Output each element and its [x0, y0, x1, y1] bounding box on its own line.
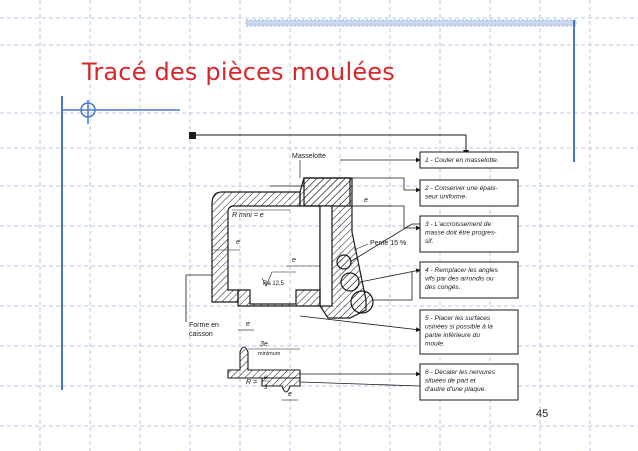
rule-box-4: 4 - Remplacer les angles vifs par des arr… — [419, 261, 519, 299]
label-minimum: minimum — [258, 351, 281, 357]
rule-box-frame — [419, 215, 519, 253]
leader-lines — [299, 157, 421, 387]
rule-text-line: 3 - L'accroissement de — [425, 221, 491, 228]
page-number: 45 — [536, 408, 549, 420]
rule-text-line: 4 - Remplacer les angles — [425, 267, 499, 274]
rib-detail — [227, 346, 301, 393]
label-forme-line2: caisson — [189, 331, 213, 338]
slide-title: Tracé des pièces moulées — [82, 58, 395, 86]
label-r-den: 3 — [264, 385, 268, 391]
thickness-circles — [336, 254, 374, 314]
rule-text-line: 5 - Placer les surfaces — [425, 315, 491, 322]
label-r-formula: R = — [246, 379, 257, 386]
rule-box-frame — [419, 179, 519, 207]
start-marker — [189, 132, 196, 139]
label-e-rib-bottom: e — [288, 391, 292, 398]
rule-box-3: 3 - L'accroissement de masse doit être pr… — [419, 215, 519, 253]
rule-text-line: seur uniforme. — [425, 194, 467, 201]
casting-section — [211, 177, 367, 319]
label-e-rib-top: e — [246, 321, 250, 328]
rule-box-2: 2 - Conserver une épais-seur uniforme. — [419, 179, 519, 207]
rule-text-line: situées de part et — [425, 378, 477, 385]
rule-box-5: 5 - Placer les surfaces usinées si possib… — [419, 309, 519, 355]
rule-text-line: 2 - Conserver une épais- — [424, 185, 498, 192]
rule-text-line: 1 - Couler en masselotte. — [425, 157, 499, 164]
label-e-top: e — [364, 197, 368, 204]
rule-box-frame — [419, 151, 519, 169]
label-three-e: 3e — [260, 341, 268, 348]
rule-box-1: 1 - Couler en masselotte. — [419, 151, 519, 169]
rule-text-line: partie inférieure du — [424, 332, 480, 339]
rule-text-line: masse doit être progres- — [425, 230, 497, 237]
rule-box-6: 6 - Décaler les nervures situées de part … — [419, 363, 519, 401]
rule-text-line: moule. — [425, 341, 445, 348]
rule-text-line: 6 - Décaler les nervures — [425, 369, 496, 376]
rule-box-frame — [419, 309, 519, 355]
label-roughness: Ra 12,5 — [263, 281, 285, 287]
label-e-left: e — [236, 239, 240, 246]
rule-text-line: vifs par des arrondis ou — [425, 276, 494, 283]
rule-box-frame — [419, 363, 519, 401]
rule-text-line: des congés. — [425, 284, 461, 291]
label-forme-line1: Forme en — [189, 322, 219, 329]
label-r-mini: R mini = e — [232, 212, 264, 219]
label-r-num: e — [264, 375, 268, 381]
rule-box-frame — [419, 261, 519, 299]
label-e-mid: e — [292, 257, 296, 264]
rule-text-line: d'autre d'une plaque. — [425, 386, 486, 393]
label-masselotte: Masselotte — [292, 153, 326, 160]
rule-boxes: 1 - Couler en masselotte. 2 - Conserver u… — [419, 151, 519, 401]
rule-text-line: sif. — [425, 238, 434, 245]
label-pente: Pente 15 % — [370, 240, 406, 247]
rule-text-line: usinées si possible à la — [425, 324, 493, 331]
